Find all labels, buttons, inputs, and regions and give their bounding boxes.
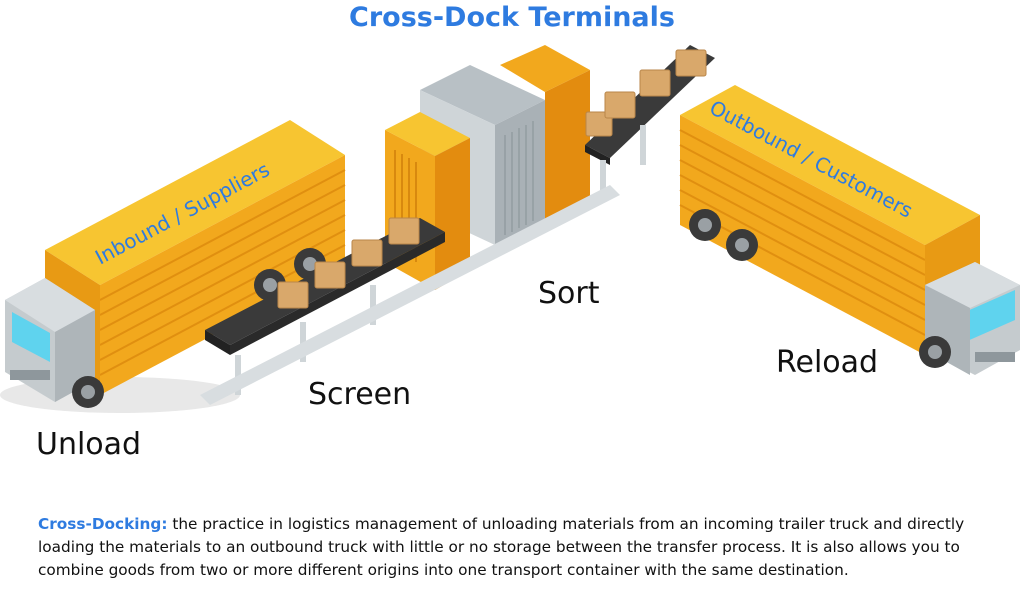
definition-term: Cross-Docking: [38, 515, 168, 533]
page-title: Cross-Dock Terminals [349, 2, 675, 33]
stage-unload-label: Unload [36, 427, 142, 462]
definition-paragraph: Cross-Docking: the practice in logistics… [38, 513, 998, 582]
definition-text: the practice in logistics management of … [38, 515, 965, 579]
stage-screen-label: Screen [308, 377, 412, 412]
package-boxes [277, 49, 707, 309]
stage-reload-label: Reload [776, 345, 879, 380]
outbound-truck [679, 85, 1020, 375]
stage-sort-label: Sort [538, 276, 600, 311]
inbound-truck [5, 120, 346, 408]
